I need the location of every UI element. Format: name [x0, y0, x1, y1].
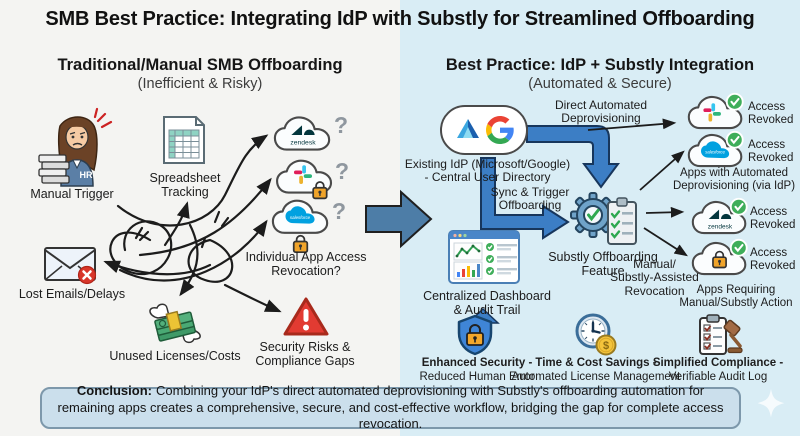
dashboard-icon [448, 230, 520, 284]
check-badge-icon [729, 197, 748, 216]
slack-logo-icon [293, 165, 313, 184]
svg-text:zendesk: zendesk [290, 140, 316, 147]
warning-triangle-icon [283, 296, 329, 338]
benefit-savings: Time & Cost Savings -Automated License M… [511, 357, 681, 383]
salesforce-revoked-cloud-icon: salesforce [686, 130, 746, 174]
manual-trigger-label: Manual Trigger [30, 187, 114, 201]
salesforce-logo-icon: salesforce [285, 206, 315, 224]
question-mark: ? [334, 112, 349, 138]
zendesk-logo-icon: zendesk [708, 209, 733, 230]
conclusion-banner: Conclusion:Combining your IdP's direct a… [40, 383, 741, 431]
spreadsheet-label: Spreadsheet Tracking [149, 171, 221, 199]
check-badge-icon [729, 238, 748, 257]
padlock-icon [292, 234, 309, 254]
dashboard-label: Centralized Dashboard& Audit Trail [423, 289, 551, 317]
shield-icon [456, 314, 494, 356]
check-badge-icon [725, 92, 744, 111]
padlock-icon [712, 250, 727, 269]
flying-money-icon [144, 296, 206, 348]
check-badge-icon [725, 130, 744, 149]
hr-person-icon: HR [36, 110, 114, 188]
dollar-glyph: $ [603, 340, 609, 352]
benefit-compliance: Simplified Compliance -Verifiable Audit … [652, 357, 784, 383]
unused-licenses-label: Unused Licenses/Costs [109, 349, 241, 363]
zendesk-logo-icon: zendesk [290, 125, 316, 147]
access-revoked-status: Access Revoked [750, 247, 796, 273]
right-panel-subheading: (Automated & Secure) [528, 76, 672, 92]
access-revoked-status: Access Revoked [750, 206, 796, 232]
clock-coin-icon: $ [574, 313, 618, 357]
zendesk-cloud-icon: zendesk [272, 112, 334, 158]
substly-gear-icon [568, 186, 642, 248]
security-risks-label: Security Risks &Compliance Gaps [255, 340, 355, 368]
microsoft-entra-icon [456, 119, 479, 138]
lock-revoked-cloud-icon [690, 238, 750, 282]
question-mark: ? [335, 158, 350, 184]
padlock-icon [312, 181, 328, 200]
lost-email-icon [44, 244, 98, 286]
zendesk-revoked-cloud-icon: zendesk [690, 197, 750, 241]
sparkle-icon [757, 388, 785, 418]
compliance-gavel-icon [698, 314, 744, 356]
page-title: SMB Best Practice: Integrating IdP with … [45, 8, 755, 30]
left-panel-subheading: (Inefficient & Risky) [137, 76, 263, 92]
idp-pill [440, 105, 528, 155]
svg-text:salesforce: salesforce [290, 215, 311, 220]
idp-label: Existing IdP (Microsoft/Google)- Central… [404, 157, 571, 185]
hr-badge: HR [80, 170, 93, 180]
right-panel-heading: Best Practice: IdP + Substly Integration [445, 56, 755, 74]
checklist-clipboard-icon [607, 197, 637, 245]
access-revoked-status: Access Revoked [748, 101, 794, 127]
conclusion-text: Combining your IdP's direct automated de… [57, 382, 724, 432]
svg-text:salesforce: salesforce [705, 149, 725, 154]
salesforce-cloud-icon: salesforce [270, 196, 332, 258]
left-panel-heading: Traditional/Manual SMB Offboarding [57, 56, 343, 74]
spreadsheet-icon [160, 115, 208, 165]
salesforce-logo-icon: salesforce [701, 141, 730, 159]
slack-logo-icon [703, 103, 721, 122]
slack-cloud-icon [274, 156, 336, 208]
conclusion-label: Conclusion: [76, 382, 152, 398]
svg-text:zendesk: zendesk [708, 223, 733, 230]
lost-emails-label: Lost Emails/Delays [18, 287, 126, 301]
access-revoked-status: Access Revoked [748, 139, 794, 165]
benefit-security: Enhanced Security -Reduced Human Error [419, 357, 535, 383]
slack-revoked-cloud-icon [686, 92, 746, 136]
google-icon [485, 116, 514, 144]
question-mark: ? [332, 198, 347, 224]
